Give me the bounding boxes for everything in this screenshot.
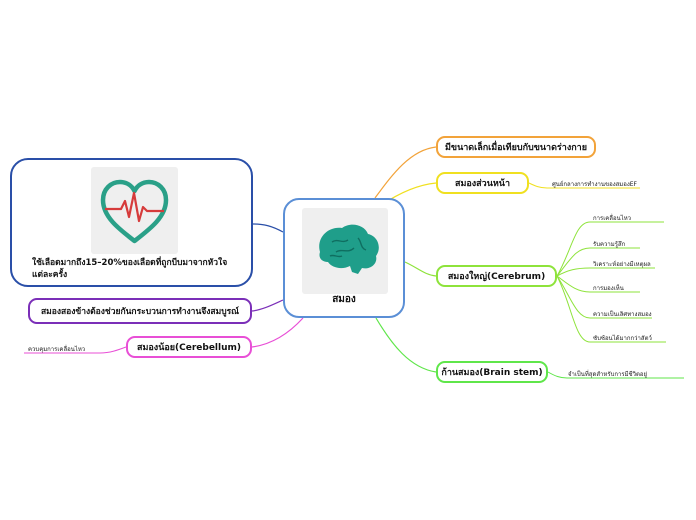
connector-brainstem-detail [547, 371, 684, 379]
topic-brainstem-label: ก้านสมอง(Brain stem) [441, 368, 543, 378]
topic-cerebellum-label: สมองน้อย(Cerebellum) [136, 343, 242, 353]
detail-cerebrum-2[interactable]: วิเคราะห์อย่างมีเหตุผล [593, 261, 651, 268]
connector-cerebrum-detail-0 [556, 221, 664, 277]
detail-frontal-0[interactable]: ศูนย์กลางการทำงานของสมองEF [552, 181, 638, 188]
connector-cerebellum [251, 317, 304, 348]
connector-cerebrum [404, 261, 437, 277]
heart-pulse-icon [100, 179, 169, 244]
detail-cerebrum-0[interactable]: การเคลื่อนไหว [593, 215, 632, 222]
connector-cerebrum-detail-2 [556, 267, 655, 277]
topic-brainstem[interactable]: ก้านสมอง(Brain stem) [436, 361, 548, 383]
topic-size-label: มีขนาดเล็กเมื่อเทียบกับขนาดร่างกาย [444, 143, 587, 153]
connector-cerebrum-detail-4 [556, 275, 652, 319]
detail-cerebrum-5[interactable]: ซับซ้อนได้มากกว่าสัตว์ [593, 335, 652, 342]
topic-hemispheres[interactable]: สมองสองข้างต้องช่วยกันกระบวนการทำงานจึงส… [28, 298, 252, 324]
connector-cerebrum-detail-5 [556, 275, 666, 343]
topic-cerebellum[interactable]: สมองน้อย(Cerebellum) [126, 336, 252, 358]
connector-cerebrum-detail-1 [556, 247, 640, 277]
detail-cerebrum-1[interactable]: รับความรู้สึก [593, 241, 626, 248]
center-label: สมอง [332, 294, 356, 305]
connector-blood [252, 223, 284, 233]
topic-blood-label: ใช้เลือดมากถึง15–20%ของเลือดที่ถูกบีบมาจ… [32, 258, 228, 280]
heart-image [91, 167, 178, 254]
connector-brainstem [375, 317, 437, 373]
brain-icon [319, 224, 379, 274]
detail-cerebrum-3[interactable]: การมองเห็น [593, 285, 624, 292]
topic-cerebrum[interactable]: สมองใหญ่(Cerebrum) [436, 265, 557, 287]
topic-cerebrum-label: สมองใหญ่(Cerebrum) [447, 272, 546, 282]
center-node[interactable]: สมอง [283, 198, 405, 318]
connector-size [374, 146, 437, 199]
brain-image [302, 208, 388, 294]
connector-frontal-detail [528, 182, 640, 189]
connector-hemispheres [251, 299, 284, 312]
topic-blood[interactable]: ใช้เลือดมากถึง15–20%ของเลือดที่ถูกบีบมาจ… [10, 158, 253, 287]
topic-frontal[interactable]: สมองส่วนหน้า [436, 172, 529, 194]
topic-hemispheres-label: สมองสองข้างต้องช่วยกันกระบวนการทำงานจึงส… [40, 307, 240, 317]
topic-frontal-label: สมองส่วนหน้า [454, 179, 511, 189]
detail-cerebellum-0[interactable]: ควบคุมการเคลื่อนไหว [28, 346, 86, 353]
connector-cerebellum-detail [24, 346, 127, 354]
connector-cerebrum-detail-3 [556, 275, 640, 293]
topic-size[interactable]: มีขนาดเล็กเมื่อเทียบกับขนาดร่างกาย [436, 136, 596, 158]
detail-cerebrum-4[interactable]: ความเป็นเลิศทางสมอง [593, 311, 652, 318]
detail-brainstem-0[interactable]: จำเป็นที่สุดสำหรับการมีชีวิตอยู่ [568, 371, 648, 378]
